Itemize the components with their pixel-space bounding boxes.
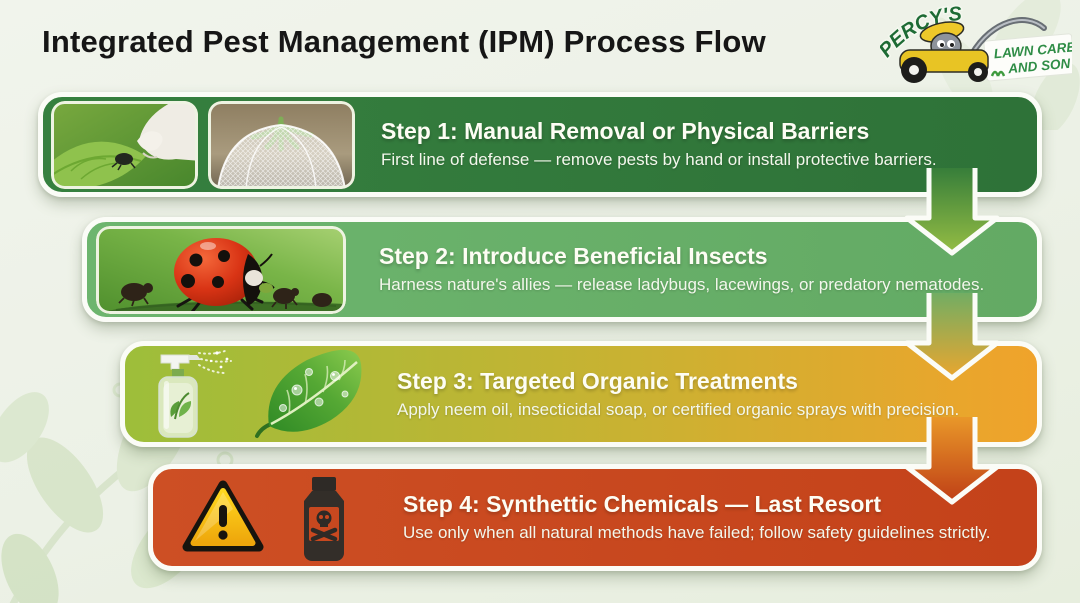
warning-triangle-icon (182, 480, 264, 551)
ladybug-icon (174, 237, 275, 313)
aphids-icons (118, 282, 332, 309)
step3-image-zone (147, 346, 371, 442)
page-title: Integrated Pest Management (IPM) Process… (42, 24, 766, 59)
step1-text: Step 1: Manual Removal or Physical Barri… (381, 119, 937, 170)
step3-banner: Step 3: Targeted Organic Treatments Appl… (120, 341, 1042, 447)
poison-bottle-icon (304, 476, 344, 561)
down-arrow-icon-2 (904, 293, 1000, 381)
down-arrow-icon-1 (904, 168, 1000, 256)
step1-heading: Step 1: Manual Removal or Physical Barri… (381, 118, 870, 145)
ladybug-aphids-photo (96, 225, 346, 314)
step1-image-zone (51, 100, 355, 189)
mesh-barrier-photo (208, 100, 355, 189)
leaf-droplets-illustration (255, 349, 362, 438)
step2-banner: Step 2: Introduce Beneficial Insects Har… (82, 217, 1042, 322)
step4-text: Step 4: Synthettic Chemicals — Last Reso… (403, 492, 990, 543)
step3-heading: Step 3: Targeted Organic Treatments (397, 367, 798, 394)
step1-banner: Step 1: Manual Removal or Physical Barri… (38, 92, 1042, 197)
down-arrow-icon-3 (904, 417, 1000, 505)
step2-text: Step 2: Introduce Beneficial Insects Har… (379, 244, 984, 295)
step4-description: Use only when all natural methods have f… (403, 523, 991, 543)
step4-image-zone (181, 475, 353, 561)
step1-description: First line of defense — remove pests by … (381, 150, 937, 170)
step2-heading: Step 2: Introduce Beneficial Insects (379, 243, 768, 270)
percys-lawn-care-logo: PERCY'S LAWN CARE AND SON (880, 2, 1072, 83)
step2-image-zone (96, 225, 346, 314)
spray-bottle-illustration (158, 350, 232, 438)
hand-removing-pest-photo (51, 100, 198, 189)
step3-description: Apply neem oil, insecticidal soap, or ce… (397, 399, 960, 419)
step4-heading: Step 4: Synthettic Chemicals — Last Reso… (403, 491, 882, 518)
step3-text: Step 3: Targeted Organic Treatments Appl… (397, 369, 959, 420)
step2-description: Harness nature's allies — release ladybu… (379, 275, 985, 295)
